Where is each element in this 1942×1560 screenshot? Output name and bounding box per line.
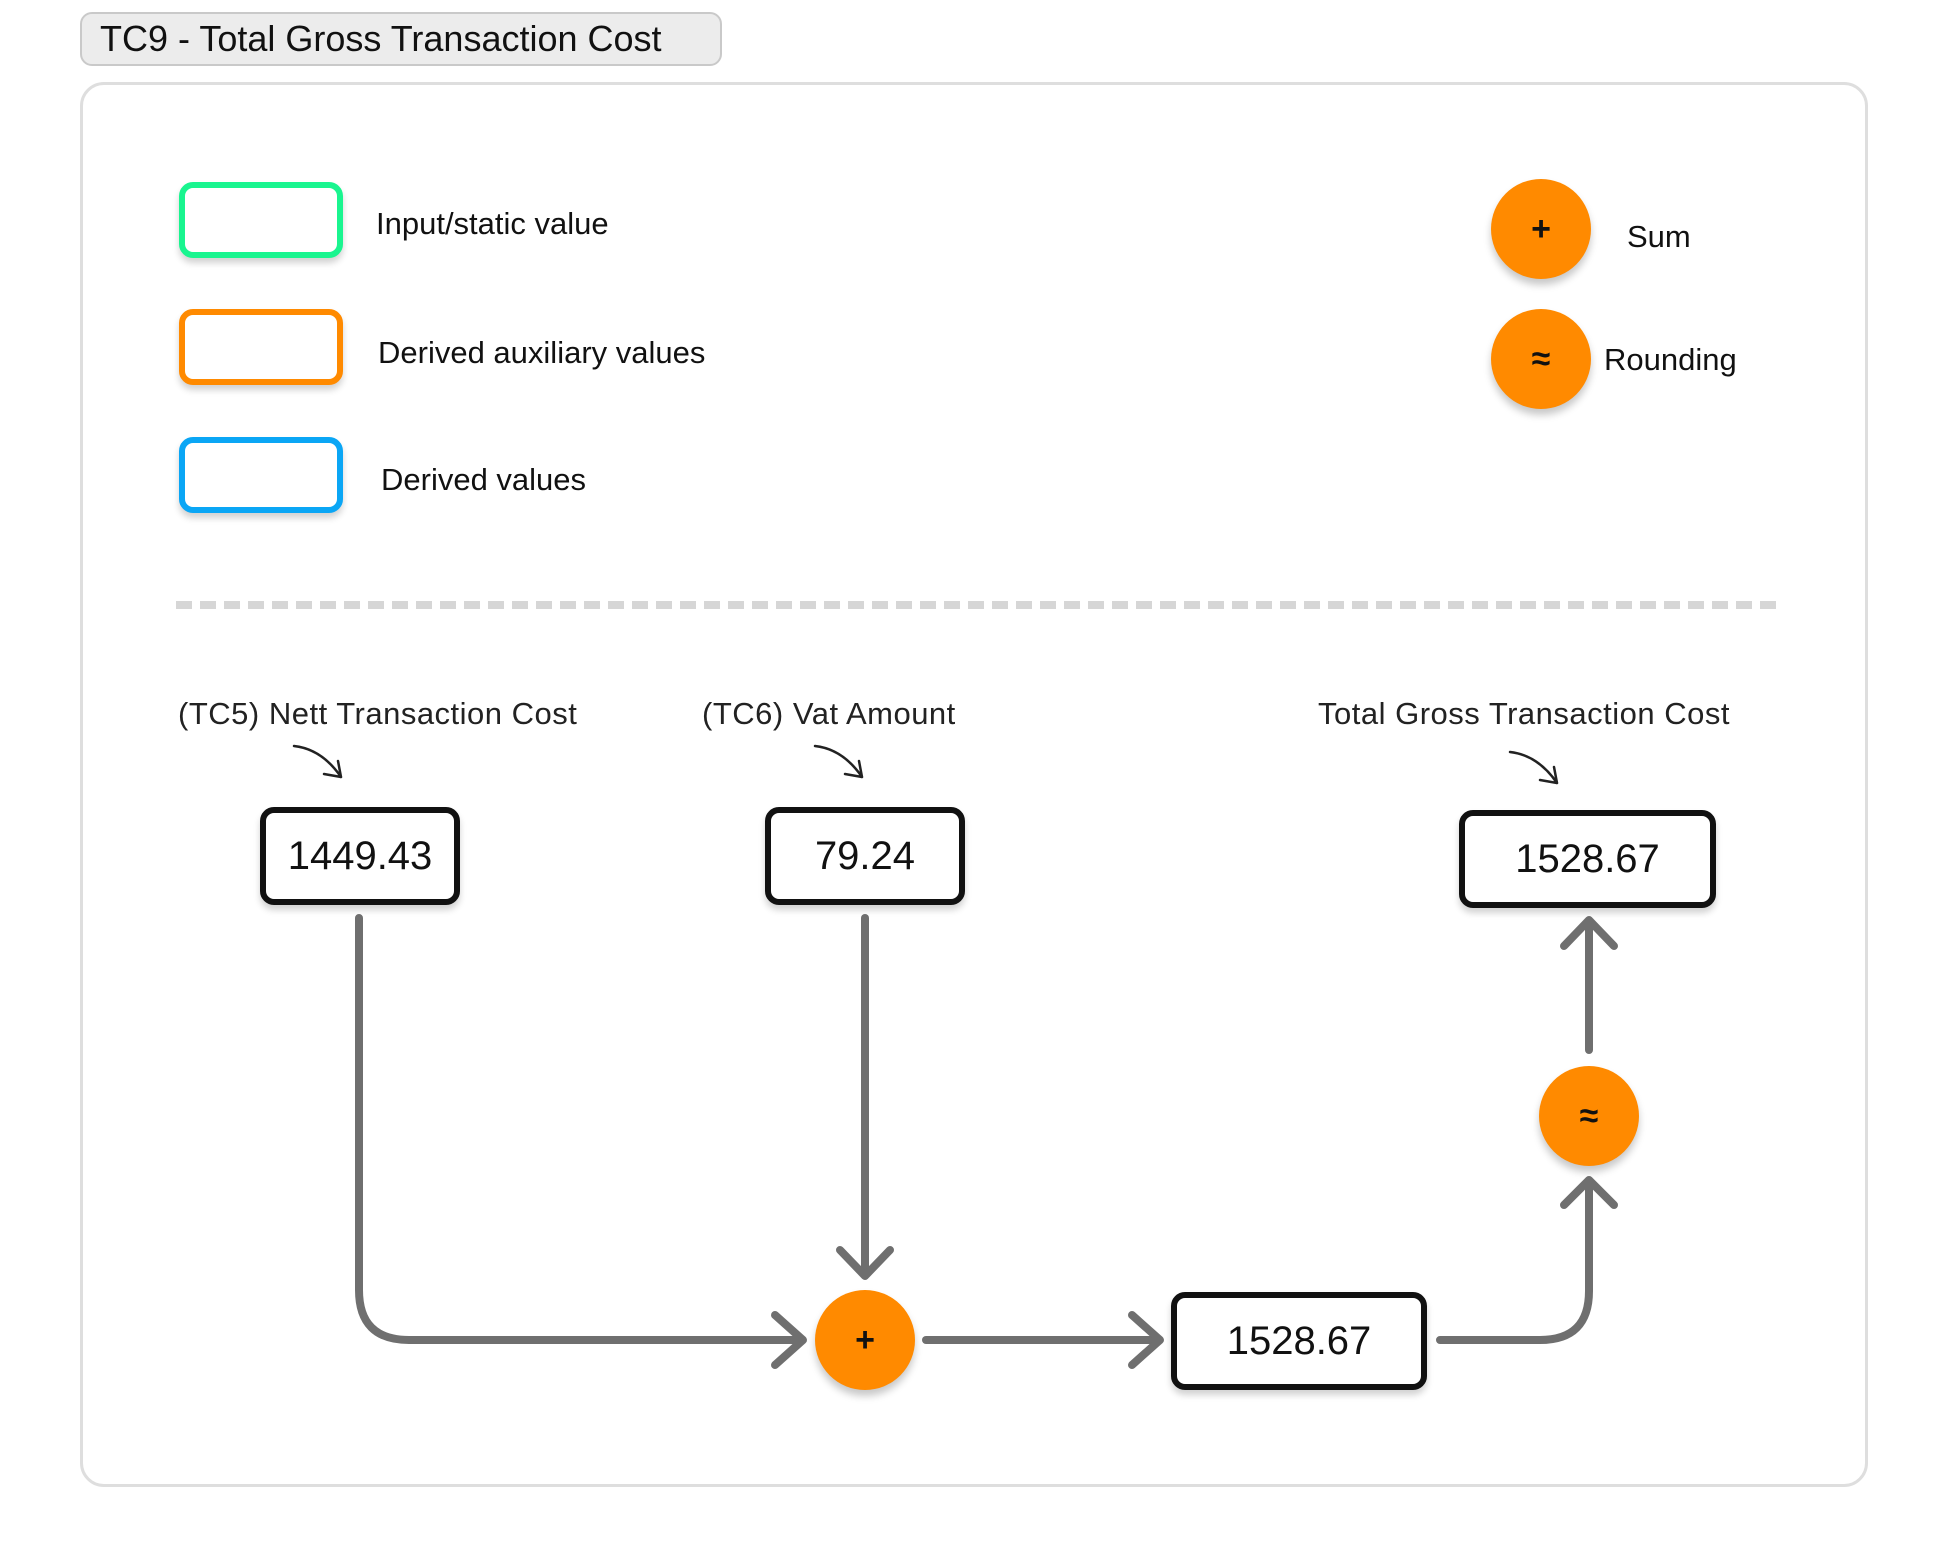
legend-derived-swatch: [179, 437, 343, 513]
tc5-to-sum-arrowhead: [771, 1311, 807, 1369]
result-value-box: 1528.67: [1459, 810, 1716, 908]
rounding-operator-icon: ≈: [1539, 1066, 1639, 1166]
tc5-to-sum-connector: [355, 914, 804, 1344]
aux-value-box: 1528.67: [1171, 1292, 1427, 1390]
legend-input-swatch: [179, 182, 343, 258]
result-label: Total Gross Transaction Cost: [1318, 696, 1730, 731]
legend-auxiliary-label: Derived auxiliary values: [378, 335, 706, 370]
aux-to-rounding-arrowhead: [1560, 1176, 1618, 1209]
legend-rounding-label: Rounding: [1604, 342, 1737, 377]
sum-to-aux-arrowhead: [1128, 1311, 1164, 1369]
legend-derived-label: Derived values: [381, 462, 587, 497]
legend-sum-icon: +: [1491, 179, 1591, 279]
tc5-label: (TC5) Nett Transaction Cost: [178, 696, 578, 731]
rounding-to-result-arrowhead: [1560, 916, 1618, 950]
sum-operator-icon: +: [815, 1290, 915, 1390]
diagram-frame: [80, 82, 1868, 1487]
legend-auxiliary-swatch: [179, 309, 343, 385]
legend-input-label: Input/static value: [376, 206, 609, 241]
legend-rounding-icon: ≈: [1491, 309, 1591, 409]
diagram-title: TC9 - Total Gross Transaction Cost: [80, 12, 722, 66]
legend-divider: [176, 601, 1776, 609]
tc6-label: (TC6) Vat Amount: [702, 696, 956, 731]
aux-to-rounding-connector: [1436, 1184, 1593, 1344]
tc6-to-sum-arrowhead: [836, 1246, 894, 1280]
tc5-value-box: 1449.43: [260, 807, 460, 905]
tc5-pointer-arrow: [292, 744, 343, 779]
tc6-pointer-arrow: [813, 744, 864, 779]
result-pointer-arrow: [1508, 750, 1559, 785]
legend-sum-label: Sum: [1627, 219, 1691, 254]
tc6-value-box: 79.24: [765, 807, 965, 905]
